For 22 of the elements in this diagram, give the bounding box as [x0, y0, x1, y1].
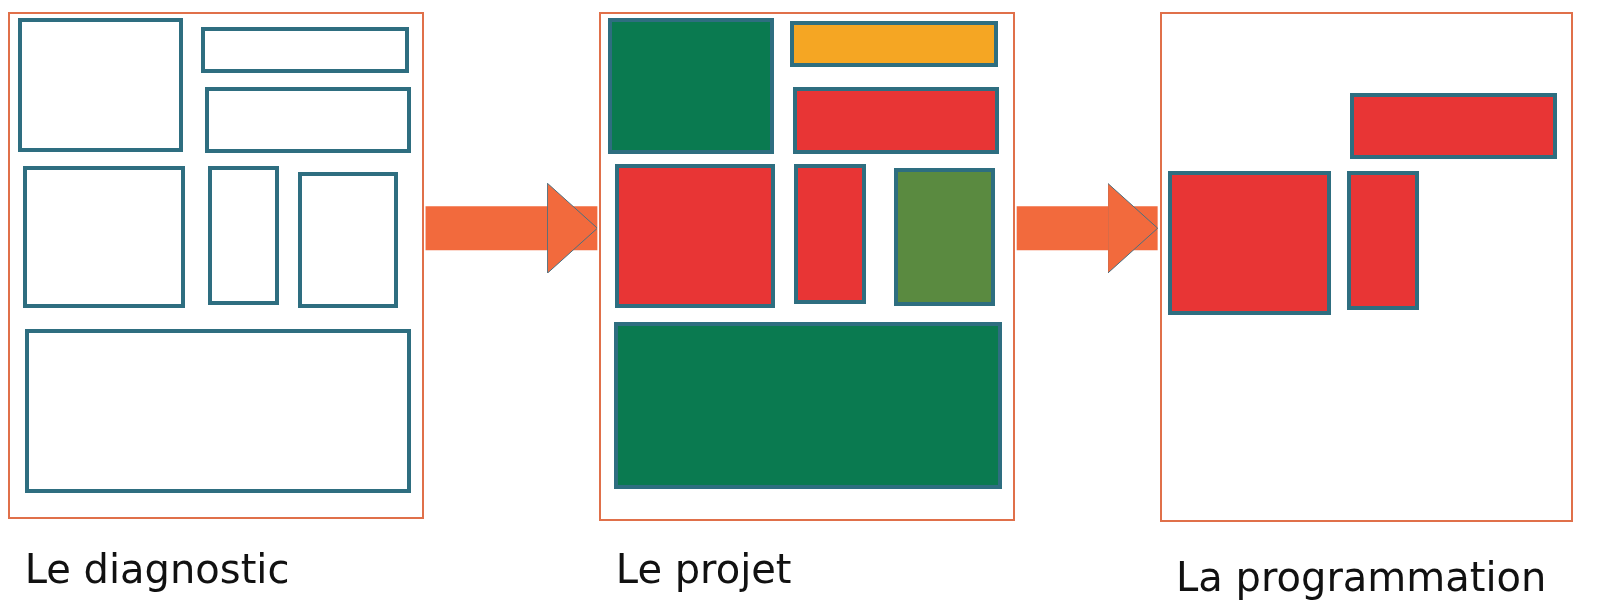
block-rectangle	[207, 165, 279, 306]
block-rectangle	[613, 321, 1003, 490]
block-rectangle	[24, 328, 412, 494]
panel-caption: La programmation	[1176, 553, 1547, 602]
block-rectangle	[793, 164, 866, 305]
block-rectangle	[1167, 170, 1332, 315]
block-rectangle	[614, 164, 776, 309]
block-rectangle	[298, 171, 398, 309]
block-rectangle	[201, 26, 410, 73]
panel-caption: Le diagnostic	[24, 544, 290, 593]
block-rectangle	[894, 167, 996, 307]
block-rectangle	[204, 87, 412, 154]
block-rectangle	[1349, 92, 1558, 160]
block-arrow	[425, 182, 598, 274]
block-rectangle	[607, 18, 775, 155]
block-arrow	[1016, 182, 1159, 274]
block-rectangle	[18, 18, 183, 153]
block-rectangle	[792, 87, 1000, 155]
block-rectangle	[789, 20, 999, 67]
panel-caption: Le projet	[615, 544, 792, 593]
block-rectangle	[22, 165, 186, 309]
block-rectangle	[1346, 170, 1419, 311]
